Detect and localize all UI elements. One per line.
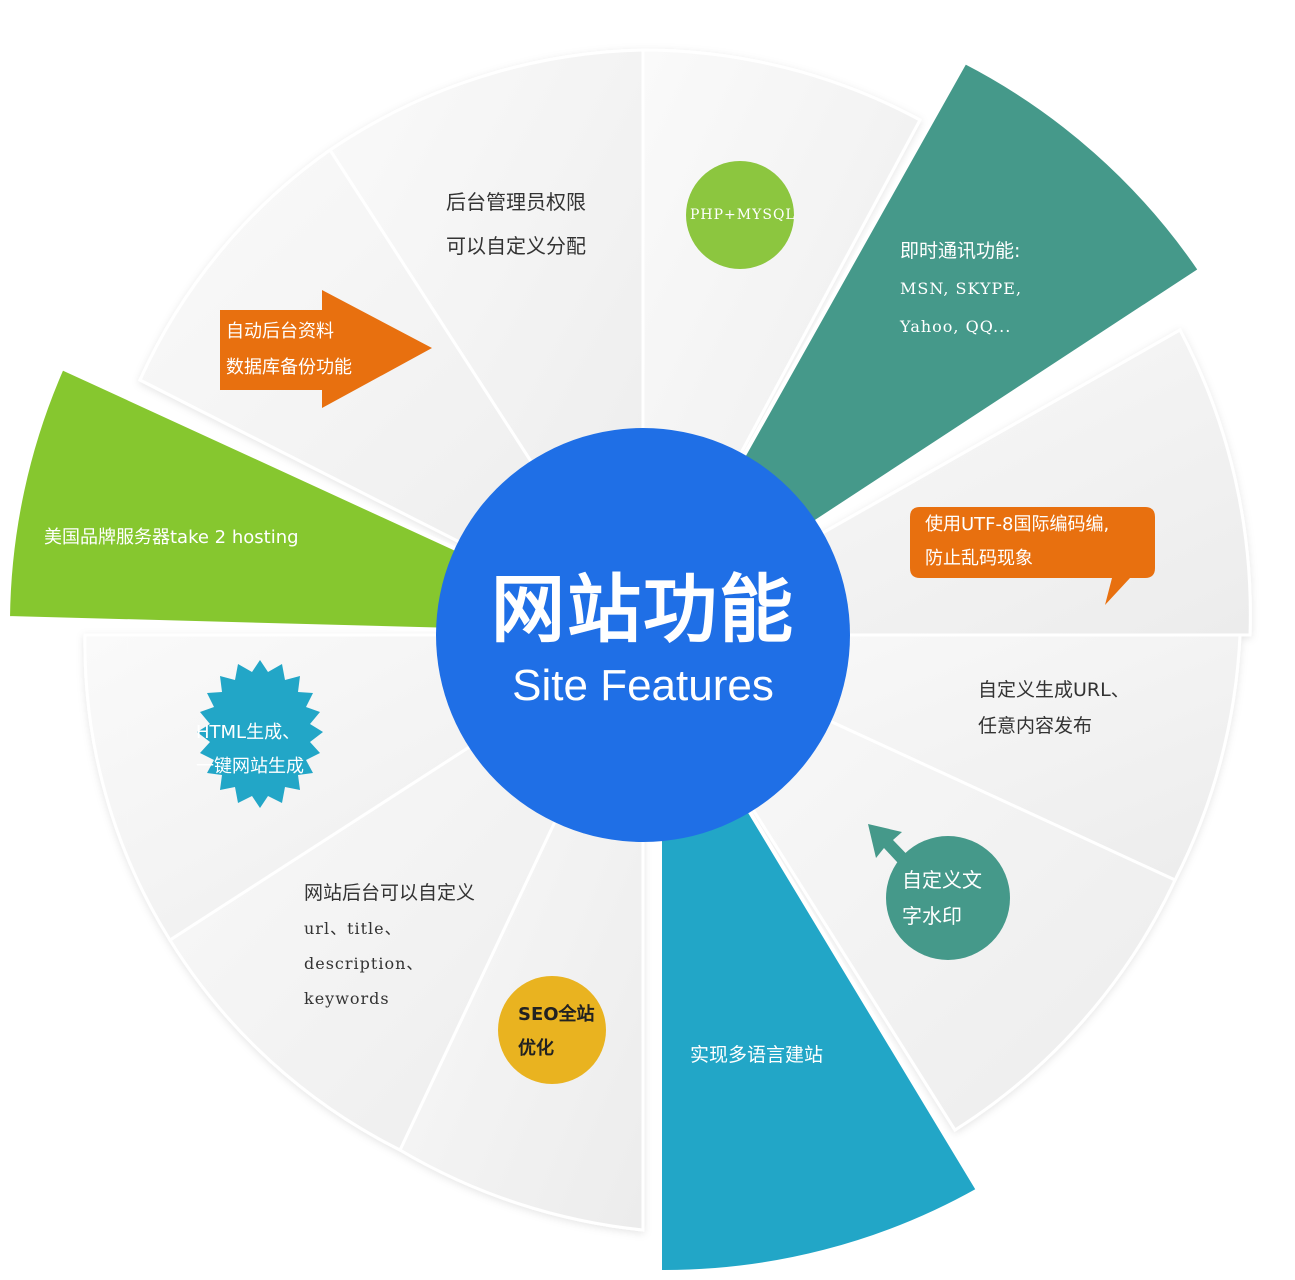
label-seo: SEO全站 优化 <box>518 998 595 1066</box>
line: url、title、 <box>304 919 402 938</box>
line: 使用UTF-8国际编码编, <box>925 514 1110 535</box>
label-multi-language: 实现多语言建站 <box>690 1040 823 1070</box>
label-us-server: 美国品牌服务器take 2 hosting <box>44 524 299 553</box>
label-custom-url: 自定义生成URL、 任意内容发布 <box>978 672 1130 744</box>
label-utf8: 使用UTF-8国际编码编, 防止乱码现象 <box>925 508 1109 576</box>
line: 一键网站生成 <box>196 756 304 777</box>
speech-bubble-shape <box>910 507 1155 605</box>
label-php-mysql: PHP+MYSQL <box>690 207 796 223</box>
line: 优化 <box>518 1038 554 1059</box>
line: Yahoo, QQ... <box>900 317 1012 336</box>
seo-circle <box>498 976 606 1084</box>
line: 后台管理员权限 <box>446 190 586 214</box>
line: keywords <box>304 989 390 1008</box>
center-circle <box>436 428 850 842</box>
title-zh: 网站功能 <box>491 567 795 653</box>
line: HTML生成、 <box>196 722 301 743</box>
starburst-shape <box>197 660 323 808</box>
line: 实现多语言建站 <box>690 1044 824 1066</box>
line: description、 <box>304 954 424 973</box>
label-watermark: 自定义文 字水印 <box>902 862 982 934</box>
line: 自定义文 <box>902 868 982 892</box>
line: 美国品牌服务器take 2 hosting <box>44 527 299 548</box>
line: SEO全站 <box>518 1004 595 1025</box>
line: 字水印 <box>902 904 962 928</box>
line: 任意内容发布 <box>978 715 1093 737</box>
line: 数据库备份功能 <box>226 357 352 378</box>
php-mysql-circle <box>686 161 794 269</box>
label-custom-meta: 网站后台可以自定义 url、title、 description、 keywor… <box>304 876 475 1016</box>
line: 即时通讯功能: <box>900 240 1021 262</box>
label-html-generation: HTML生成、 一键网站生成 <box>196 716 304 784</box>
label-auto-backup: 自动后台资料 数据库备份功能 <box>226 314 352 386</box>
line: 网站后台可以自定义 <box>304 882 476 904</box>
line: 自动后台资料 <box>226 321 334 342</box>
line: MSN, SKYPE, <box>900 279 1023 298</box>
title-en: Site Features <box>512 661 774 710</box>
center-title: 网站功能 Site Features <box>436 430 850 711</box>
watermark-circle <box>886 836 1010 960</box>
label-instant-messaging: 即时通讯功能: MSN, SKYPE, Yahoo, QQ... <box>900 232 1022 346</box>
line: 防止乱码现象 <box>925 548 1033 569</box>
label-admin-permissions: 后台管理员权限 可以自定义分配 <box>446 180 586 268</box>
arrow-shape <box>220 290 432 408</box>
line: 自定义生成URL、 <box>978 679 1130 701</box>
line: 可以自定义分配 <box>446 234 586 258</box>
